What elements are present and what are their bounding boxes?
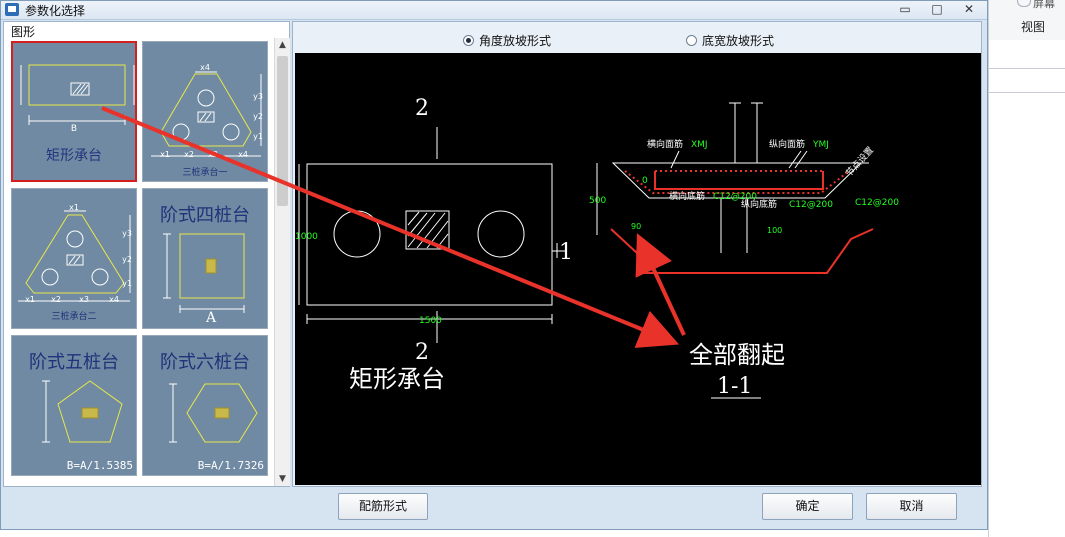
radio-dot-icon[interactable] [686, 35, 697, 46]
sec-code-top-transverse: XMJ [691, 140, 708, 150]
background-app: 屏幕 视图 [988, 0, 1065, 537]
cancel-button[interactable]: 取消 [866, 493, 957, 520]
dim-label: y1 [122, 279, 132, 288]
maximize-button[interactable]: □ [931, 2, 943, 16]
sec-dim-hundred: 100 [767, 226, 782, 235]
section-view: 500 0 90 100 横向面筋 XMJ 纵向面筋 YMJ 横向底筋 C12@… [589, 102, 899, 399]
sec-dim-angle: 90 [631, 222, 641, 231]
sec-dim-height: 500 [589, 196, 606, 206]
sec-code-top-longitudinal: YMJ [812, 140, 829, 150]
close-button[interactable]: ✕ [963, 2, 975, 16]
sec-label-side: 节点设置 [844, 145, 876, 179]
plan-section-top: 2 [415, 96, 429, 121]
thumb-step-five-pile[interactable]: 阶式五桩台 A B=A/1.5385 [11, 335, 137, 476]
radio-width-label: 底宽放坡形式 [702, 34, 775, 48]
dim-a-bottom: A [205, 310, 217, 326]
sec-label-bottom-longitudinal: 纵向底筋 [741, 198, 777, 210]
thumb-caption: 三桩承台二 [51, 312, 97, 322]
cad-preview-canvas: 2 2 1 1500 1000 矩形承台 [295, 53, 981, 485]
window-title: 参数化选择 [25, 4, 86, 18]
dim-label: y2 [122, 255, 132, 264]
plan-section-bottom: 2 [415, 340, 429, 365]
thumb-three-pile-2[interactable]: x1 y3 y2 y1 x1 x2 x3 x4 三桩承台二 [11, 188, 137, 329]
rebar-form-button[interactable]: 配筋形式 [338, 493, 428, 520]
dim-a-left: A [143, 402, 165, 418]
dim-label: x4 [109, 295, 119, 304]
thumb-step-four-pile[interactable]: 阶式四桩台 A A [142, 188, 268, 329]
plan-side-dim: 1000 [295, 232, 318, 242]
dim-label: x1 [25, 295, 35, 304]
sec-title-sub: 1-1 [717, 374, 752, 399]
sec-value-bottom-longitudinal: C12@200 [789, 200, 833, 210]
thumb-rect-cap[interactable]: B 矩形承台 [11, 41, 137, 182]
thumbnail-scrollbar[interactable]: ▲ ▼ [274, 38, 290, 486]
plan-title: 矩形承台 [349, 365, 445, 393]
preview-panel: 角度放坡形式 底宽放坡形式 [292, 21, 982, 487]
app-icon [5, 3, 19, 16]
plan-view: 2 2 1 1500 1000 矩形承台 [295, 96, 573, 393]
screen-label: 屏幕 [1033, 0, 1055, 10]
radio-dot-icon[interactable] [463, 35, 474, 46]
dim-label: x1 [69, 203, 79, 212]
dim-label: x4 [200, 63, 210, 72]
thumbnail-grid: B 矩形承台 x4 y3 y2 [6, 38, 273, 486]
sec-value-bottom-transverse: C12@200 [713, 192, 757, 202]
shape-group-label: 图形 [11, 25, 36, 39]
thumb-caption: 矩形承台 [46, 148, 102, 164]
plan-section-right: 1 [559, 240, 573, 265]
dim-label: x3 [79, 295, 89, 304]
view-menu-label[interactable]: 视图 [1021, 20, 1046, 34]
thumb-three-pile-1[interactable]: x4 y3 y2 y1 x1 x2 x3 x4 三桩承台一 [142, 41, 268, 182]
thumb-step-six-pile[interactable]: 阶式六桩台 A B=A/1.7326 [142, 335, 268, 476]
dim-label: x2 [51, 295, 61, 304]
sec-value-side: C12@200 [855, 198, 899, 208]
sec-label-bottom-transverse: 横向底筋 [669, 190, 705, 202]
scroll-thumb[interactable] [277, 56, 288, 206]
dim-label: y2 [253, 112, 263, 121]
sec-label-top-transverse: 横向面筋 [647, 138, 683, 150]
sec-title-main: 全部翻起 [689, 341, 785, 369]
scroll-down-arrow-icon[interactable]: ▼ [279, 474, 286, 484]
dim-label: y1 [253, 132, 263, 141]
parametric-selection-dialog: 参数化选择 ▭ □ ✕ 图形 B [0, 0, 988, 530]
radio-angle-slope[interactable]: 角度放坡形式 [463, 32, 551, 49]
dim-label: x4 [238, 150, 248, 159]
dim-b-label: B [70, 124, 78, 134]
shape-list-panel: 图形 B 矩形承台 [3, 21, 290, 487]
thumb-caption: 三桩承台一 [182, 168, 228, 178]
title-bar[interactable]: 参数化选择 ▭ □ ✕ [1, 1, 987, 20]
sec-dim-zero: 0 [642, 176, 648, 186]
thumb-caption: 阶式五桩台 [29, 352, 119, 373]
divider [989, 68, 1065, 69]
formula-label: B=A/1.5385 [66, 459, 133, 472]
thumb-caption: 阶式六桩台 [160, 352, 250, 373]
dim-a-left: A [143, 257, 151, 273]
radio-angle-label: 角度放坡形式 [479, 34, 552, 48]
minimize-button[interactable]: ▭ [899, 2, 911, 16]
dim-label: y3 [253, 92, 263, 101]
formula-label: B=A/1.7326 [197, 459, 264, 472]
step-six-pile-drawing [169, 383, 258, 443]
dim-label: y3 [122, 229, 132, 238]
sec-label-top-longitudinal: 纵向面筋 [769, 138, 805, 150]
scroll-up-arrow-icon[interactable]: ▲ [279, 40, 286, 50]
step-five-pile-drawing [42, 380, 123, 443]
radio-width-slope[interactable]: 底宽放坡形式 [686, 32, 774, 49]
plan-width-dim: 1500 [419, 316, 442, 326]
ok-button[interactable]: 确定 [762, 493, 853, 520]
step-four-pile-drawing [163, 233, 245, 313]
divider [989, 92, 1065, 93]
cad-drawing: 2 2 1 1500 1000 矩形承台 [295, 96, 899, 399]
dim-a-left: A [12, 402, 30, 418]
